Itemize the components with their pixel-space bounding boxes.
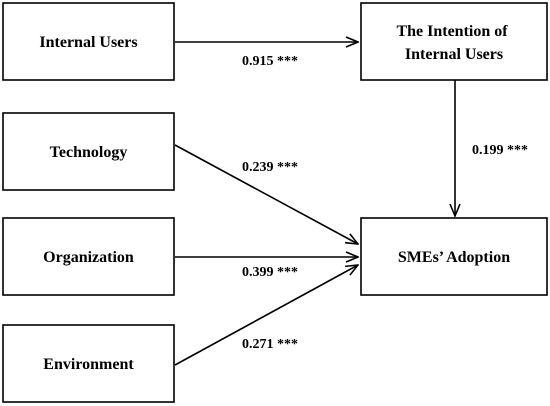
coefficient-technology-to-adoption: 0.239 *** bbox=[242, 160, 298, 175]
node-organization: Organization bbox=[2, 217, 175, 296]
node-intention-label-line-2: Internal Users bbox=[405, 46, 503, 63]
node-intention-label: The Intention of Internal Users bbox=[396, 23, 511, 63]
coefficient-internal-users-to-intention: 0.915 *** bbox=[242, 54, 298, 69]
coefficient-intention-to-adoption: 0.199 *** bbox=[472, 143, 528, 158]
node-technology: Technology bbox=[2, 112, 175, 191]
node-technology-label: Technology bbox=[50, 144, 128, 161]
node-environment-label: Environment bbox=[43, 356, 134, 373]
node-smes-adoption: SMEs’ Adoption bbox=[360, 217, 548, 296]
arrow-environment-to-adoption bbox=[174, 265, 358, 366]
node-internal-users: Internal Users bbox=[2, 2, 175, 81]
node-environment: Environment bbox=[2, 324, 175, 403]
node-smes-adoption-label: SMEs’ Adoption bbox=[398, 249, 510, 266]
coefficient-environment-to-adoption: 0.271 *** bbox=[242, 337, 298, 352]
node-intention-of-internal-users: The Intention of Internal Users bbox=[360, 2, 548, 81]
arrow-technology-to-adoption bbox=[174, 144, 358, 244]
node-internal-users-label: Internal Users bbox=[39, 34, 137, 51]
node-organization-label: Organization bbox=[43, 249, 134, 266]
coefficient-organization-to-adoption: 0.399 *** bbox=[242, 265, 298, 280]
node-intention-label-line-1: The Intention of bbox=[396, 23, 508, 40]
